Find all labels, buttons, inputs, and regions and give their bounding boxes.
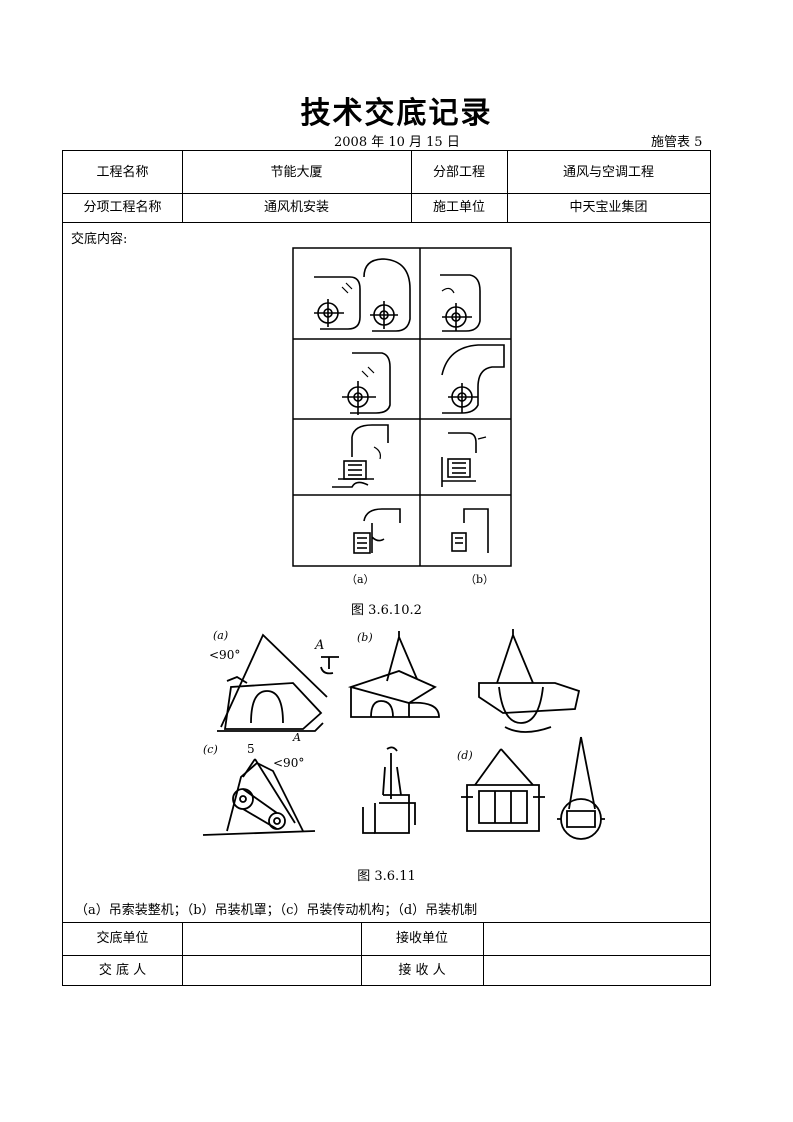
handover-person-label: 交 底 人 [98,963,147,978]
row-divider [63,193,710,194]
subitem-label: 分项工程名称 [83,200,162,215]
document-title: 技术交底记录 [300,96,493,131]
col-divider [361,922,362,986]
row-divider [63,922,710,923]
division-value: 通风与空调工程 [562,165,654,180]
figure2-mark-five: 5 [247,742,255,756]
figure2-angle-c: <90° [273,756,304,770]
record-table: 工程名称 节能大厦 分部工程 通风与空调工程 分项工程名称 通风机安装 施工单位… [62,150,711,986]
figure-fan-duct-connections [292,247,512,567]
col-divider [483,922,484,986]
record-date: 2008 年 10 月 15 日 [334,135,460,150]
figure2-mark-c: (c) [203,743,218,756]
figure2-mark-b: (b) [357,631,373,644]
figure2-mark-d: (d) [457,749,473,762]
row-divider [63,955,710,956]
col-divider [182,922,183,986]
subitem-value: 通风机安装 [263,200,329,215]
content-label: 交底内容: [71,232,128,247]
figure1-label-a: （a） [346,573,375,586]
row-divider [63,222,710,223]
project-name-label: 工程名称 [96,165,149,180]
figure1-caption: 图 3.6.10.2 [351,603,422,618]
receiver-label: 接 收 人 [398,963,446,978]
form-number: 施管表 5 [651,135,703,150]
figure2-lead-A: A [292,731,301,744]
contractor-value: 中天宝业集团 [569,200,648,215]
figure-legend: （a）吊索装整机；（b）吊装机罩；（c）吊装传动机构；（d）吊装机制 [75,903,478,918]
figure2-angle-a: <90° [209,648,240,662]
contractor-label: 施工单位 [432,200,485,215]
division-label: 分部工程 [432,165,485,180]
figure2-mark-a: (a) [213,629,228,642]
figure1-label-b: （b） [465,573,495,586]
figure2-mark-A: A [314,638,324,653]
figure2-caption: 图 3.6.11 [357,869,416,884]
col-divider [507,151,508,222]
project-name-value: 节能大厦 [270,165,323,180]
col-divider [411,151,412,222]
handover-unit-label: 交底单位 [96,931,149,946]
figure-fan-lifting-methods: (a) <90° A (b) A (c) 5 <90° (d) [202,629,605,840]
receiving-unit-label: 接收单位 [395,931,448,946]
col-divider [182,151,183,222]
